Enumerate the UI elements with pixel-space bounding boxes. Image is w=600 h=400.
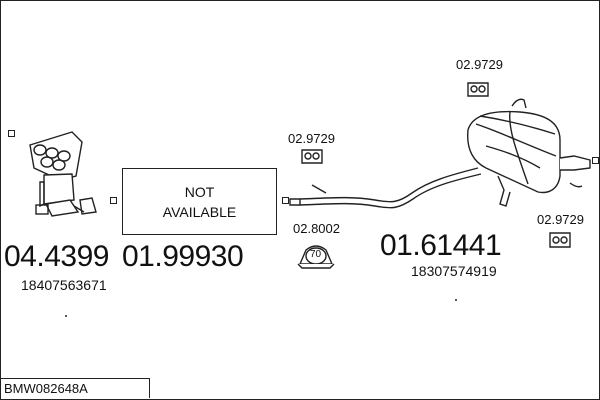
connector-marker-catalyst-right [110, 197, 117, 204]
hanger-mid-code[interactable]: 02.9729 [288, 131, 335, 146]
rear-section-code[interactable]: 01.61441 [380, 229, 502, 262]
hanger-top-right-drawing[interactable] [467, 82, 489, 97]
not-available-line2: AVAILABLE [162, 203, 237, 220]
silencer-drawing[interactable] [467, 98, 591, 207]
model-code-bar: BMW082648A [0, 378, 150, 398]
clamp-drawing[interactable] [297, 245, 335, 269]
connector-marker-right-edge [592, 157, 599, 164]
hanger-mid-drawing[interactable] [301, 149, 323, 164]
clamp-code[interactable]: 02.8002 [293, 221, 340, 236]
connector-marker-left [8, 130, 15, 137]
connector-marker-pipe-left [282, 197, 289, 204]
rear-section-ref: 18307574919 [411, 263, 497, 279]
catalyst-code[interactable]: 04.4399 [4, 240, 109, 273]
front-pipe-code[interactable]: 01.99930 [122, 240, 244, 273]
not-available-box[interactable]: NOT AVAILABLE [122, 168, 277, 235]
hanger-top-right-code[interactable]: 02.9729 [456, 57, 503, 72]
catalyst-drawing[interactable] [29, 131, 97, 217]
model-code: BMW082648A [4, 381, 88, 396]
hanger-right-code[interactable]: 02.9729 [537, 212, 584, 227]
clamp-size-label: 70 [310, 249, 322, 260]
not-available-line1: NOT [184, 183, 215, 200]
hanger-right-drawing[interactable] [549, 232, 571, 248]
rear-pipe-drawing[interactable] [289, 167, 482, 209]
catalyst-ref: 18407563671 [21, 277, 107, 293]
